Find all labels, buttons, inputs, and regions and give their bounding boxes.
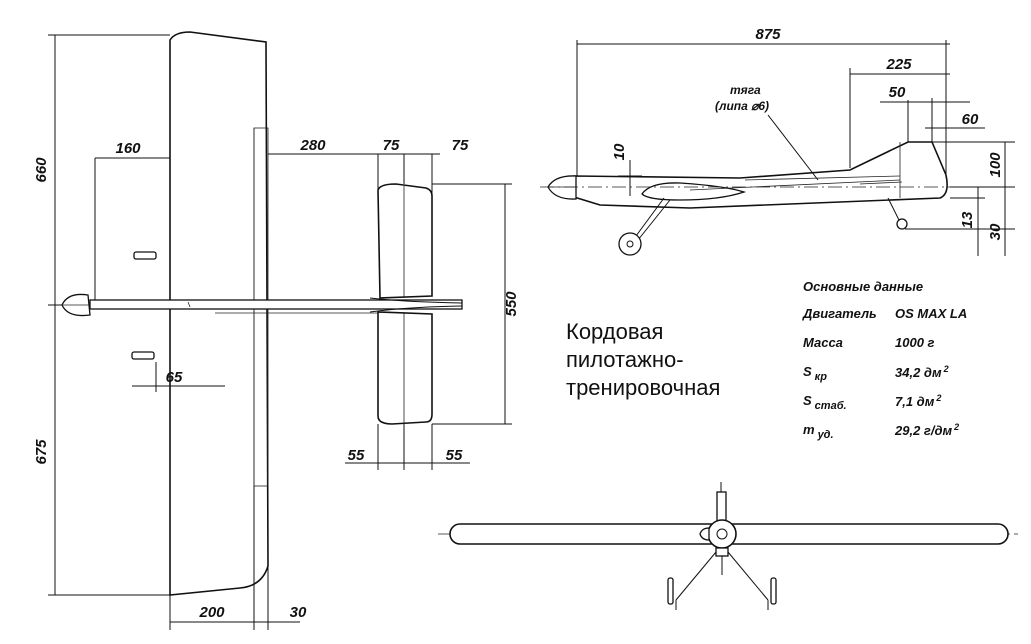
stabilizer-lower: [377, 311, 433, 425]
dim-875: 875: [755, 26, 781, 43]
spec-value: 1000 г: [895, 335, 935, 350]
main-wheel: [618, 232, 642, 256]
spec-value-sup: 2: [936, 393, 942, 403]
dim-100: 100: [987, 152, 1004, 178]
model-caption: Кордовая пилотажно- тренировочная: [566, 318, 796, 402]
pushrod-label: тяга: [730, 83, 761, 97]
dim-50: 50: [889, 84, 906, 101]
dim-75-a: 75: [383, 137, 400, 154]
spec-row-mass: Масса 1000 г: [803, 335, 1028, 364]
dim-30-side: 30: [987, 223, 1004, 240]
dim-10: 10: [611, 143, 628, 160]
fuselage-boom: [89, 299, 463, 310]
side-view: 875 225 50 60 10 100 13 30 тяга (липа ⌀6…: [540, 26, 1015, 256]
front-fuselage: [707, 519, 737, 549]
stabilizer-upper: [377, 183, 433, 299]
dim-660: 660: [33, 157, 50, 183]
dim-30: 30: [290, 604, 307, 621]
pushrod: [689, 179, 901, 191]
specs-heading: Основные данные: [803, 279, 924, 294]
spec-label: Двигатель: [803, 306, 877, 321]
dim-75-b: 75: [452, 137, 469, 154]
dim-13: 13: [959, 211, 976, 228]
dim-55-right: 55: [446, 447, 463, 464]
wing-outline: [169, 31, 269, 596]
spec-label-sub: кр: [814, 371, 827, 383]
dim-60: 60: [962, 111, 979, 128]
caption-line-1: Кордовая: [566, 319, 664, 344]
spec-label-sub: стаб.: [814, 400, 847, 412]
front-fin: [716, 491, 727, 525]
front-wheel-left: [667, 577, 674, 605]
spec-value-sup: 2: [954, 422, 960, 432]
dim-675: 675: [33, 439, 50, 465]
dim-160: 160: [115, 140, 141, 157]
caption-line-3: тренировочная: [566, 375, 721, 400]
side-spinner: [547, 175, 577, 200]
plan-view: 660 675 160 280 75 75 550 65 55 55 200 3…: [33, 31, 520, 630]
dim-200: 200: [198, 604, 225, 621]
specs-table: Основные данные Двигатель OS MAX LA Масс…: [803, 279, 1028, 451]
dim-550: 550: [503, 291, 520, 317]
caption-line-2: пилотажно-: [566, 347, 684, 372]
spec-value: OS MAX LA: [895, 306, 968, 321]
pushrod-material: (липа ⌀6): [715, 99, 769, 113]
dim-55-left: 55: [348, 447, 365, 464]
spec-label-sub: уд.: [817, 429, 834, 441]
front-wheel-right: [770, 577, 777, 605]
leadout-lower: [131, 351, 155, 360]
spec-row-engine: Двигатель OS MAX LA: [803, 306, 1028, 335]
spec-value-sup: 2: [943, 364, 949, 374]
leadout-upper: [133, 251, 157, 260]
dim-280: 280: [299, 137, 326, 154]
dim-225: 225: [885, 56, 912, 73]
spec-label: Масса: [803, 335, 843, 350]
tail-wheel: [896, 218, 908, 230]
dim-65: 65: [166, 369, 183, 386]
front-view: [438, 482, 1018, 610]
